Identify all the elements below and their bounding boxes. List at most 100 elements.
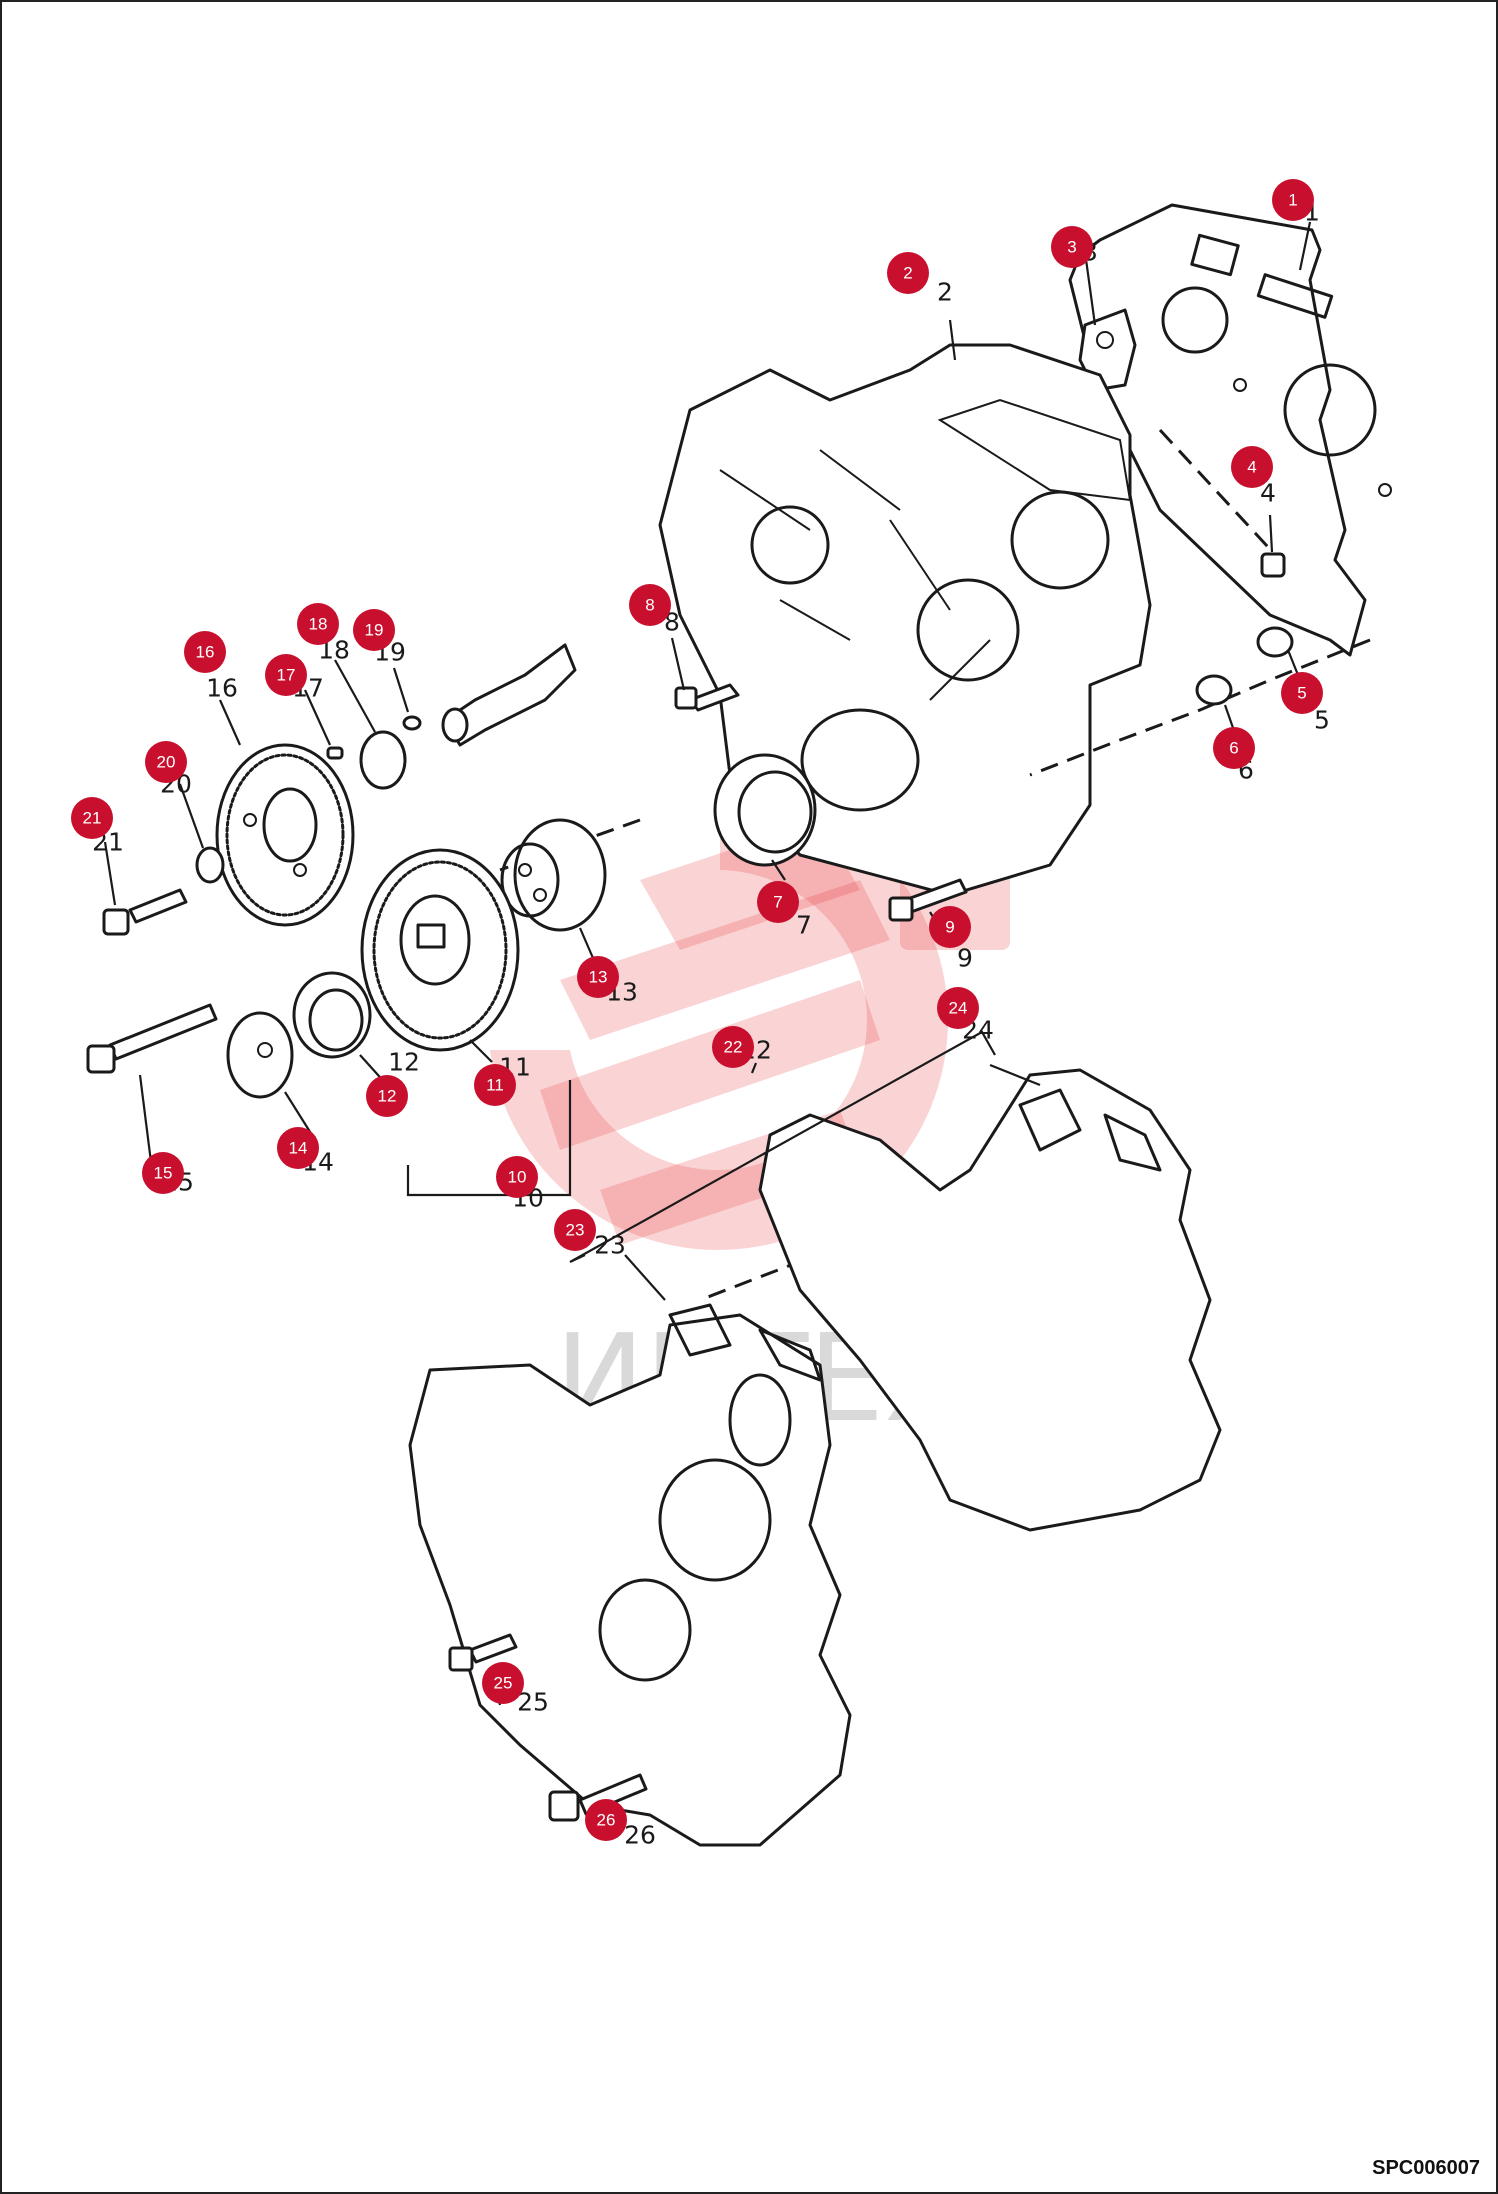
part-18-washer	[359, 730, 407, 790]
callout-number: 4	[1247, 458, 1256, 477]
callout-number: 22	[724, 1038, 743, 1057]
callout-circle	[1051, 226, 1093, 268]
callout-badge-18[interactable]: 18	[297, 603, 339, 645]
callout-circle	[1272, 179, 1314, 221]
callout-number: 13	[589, 968, 608, 987]
bracket-22	[569, 1030, 996, 1263]
callout-badge-1[interactable]: 1	[1272, 179, 1314, 221]
callout-number: 21	[83, 809, 102, 828]
part-20-washer	[195, 846, 225, 884]
part-12-bushing	[292, 971, 372, 1059]
callout-badge-20[interactable]: 20	[145, 741, 187, 783]
part-label-2: 2	[937, 278, 953, 307]
callout-number: 24	[949, 999, 968, 1018]
part-7-oil-seal	[713, 753, 817, 867]
camshaft	[441, 643, 577, 747]
callout-circle	[496, 1156, 538, 1198]
callout-circle	[1231, 446, 1273, 488]
callout-circle	[277, 1127, 319, 1169]
callout-circle	[366, 1075, 408, 1117]
callout-number: 1	[1288, 191, 1297, 210]
callout-circle	[757, 881, 799, 923]
callout-badge-24[interactable]: 24	[937, 987, 979, 1029]
callout-circle	[474, 1064, 516, 1106]
part-19-pin	[402, 715, 422, 731]
callout-number: 2	[903, 264, 912, 283]
part-8-bolt	[674, 683, 740, 712]
callout-badge-4[interactable]: 4	[1231, 446, 1273, 488]
callout-circle	[482, 1662, 524, 1704]
part-21-bolt	[102, 888, 188, 936]
callout-circle	[184, 631, 226, 673]
callout-badge-11[interactable]: 11	[474, 1064, 516, 1106]
callout-circle	[1281, 672, 1323, 714]
callout-number: 11	[486, 1076, 504, 1095]
part-label-5: 5	[1314, 706, 1330, 735]
callout-number: 12	[378, 1087, 397, 1106]
callout-number: 23	[566, 1221, 585, 1240]
callout-circle	[712, 1026, 754, 1068]
callout-circle	[265, 654, 307, 696]
callout-badge-5[interactable]: 5	[1281, 672, 1323, 714]
callout-badge-12[interactable]: 12	[366, 1075, 408, 1117]
part-17-key	[326, 746, 344, 760]
callout-badge-25[interactable]: 25	[482, 1662, 524, 1704]
callout-number: 8	[645, 596, 654, 615]
callout-circle	[585, 1799, 627, 1841]
callout-badge-14[interactable]: 14	[277, 1127, 319, 1169]
part-label-25: 25	[517, 1688, 549, 1717]
callout-number: 10	[508, 1168, 527, 1187]
callout-circle	[937, 987, 979, 1029]
part-label-7: 7	[796, 911, 812, 940]
callout-number: 26	[597, 1811, 616, 1830]
callout-number: 7	[773, 893, 782, 912]
callout-circle	[629, 584, 671, 626]
callout-number: 3	[1067, 238, 1076, 257]
callout-badge-10[interactable]: 10	[496, 1156, 538, 1198]
part-6-seal	[1195, 674, 1233, 706]
callout-badge-3[interactable]: 3	[1051, 226, 1093, 268]
callout-number: 9	[945, 918, 954, 937]
callout-badge-19[interactable]: 19	[353, 609, 395, 651]
part-25-bolt	[448, 1633, 518, 1672]
callout-number: 17	[277, 666, 296, 685]
callout-badge-2[interactable]: 2	[887, 252, 929, 294]
callout-number: 25	[494, 1674, 513, 1693]
callout-badge-16[interactable]: 16	[184, 631, 226, 673]
part-5-seal	[1256, 626, 1294, 658]
part-9-bolt	[888, 878, 968, 922]
callout-badge-9[interactable]: 9	[929, 906, 971, 948]
callout-number: 18	[309, 615, 328, 634]
bracket-10	[406, 1080, 572, 1197]
part-4-plug	[1260, 552, 1286, 578]
callout-badge-8[interactable]: 8	[629, 584, 671, 626]
part-23-front-cover	[408, 1303, 852, 1847]
callout-circle	[353, 609, 395, 651]
callout-circle	[297, 603, 339, 645]
callout-badge-26[interactable]: 26	[585, 1799, 627, 1841]
callout-circle	[1213, 727, 1255, 769]
callout-number: 6	[1229, 739, 1238, 758]
callout-circle	[554, 1209, 596, 1251]
part-label-23: 23	[594, 1231, 626, 1260]
callout-number: 14	[289, 1139, 308, 1158]
callout-badge-21[interactable]: 21	[71, 797, 113, 839]
callout-badge-13[interactable]: 13	[577, 956, 619, 998]
callout-circle	[887, 252, 929, 294]
part-label-16: 16	[206, 674, 238, 703]
callout-badge-7[interactable]: 7	[757, 881, 799, 923]
callout-number: 5	[1297, 684, 1306, 703]
callout-badge-15[interactable]: 15	[142, 1152, 184, 1194]
callout-badge-23[interactable]: 23	[554, 1209, 596, 1251]
part-24-gasket	[758, 1068, 1222, 1532]
part-label-12: 12	[388, 1048, 420, 1077]
callout-number: 16	[196, 643, 215, 662]
part-14-thrust-plate	[226, 1011, 294, 1099]
callout-number: 15	[154, 1164, 173, 1183]
callout-circle	[577, 956, 619, 998]
callout-badge-22[interactable]: 22	[712, 1026, 754, 1068]
callout-badge-17[interactable]: 17	[265, 654, 307, 696]
callout-badge-6[interactable]: 6	[1213, 727, 1255, 769]
part-16-camshaft-gear	[215, 743, 355, 927]
